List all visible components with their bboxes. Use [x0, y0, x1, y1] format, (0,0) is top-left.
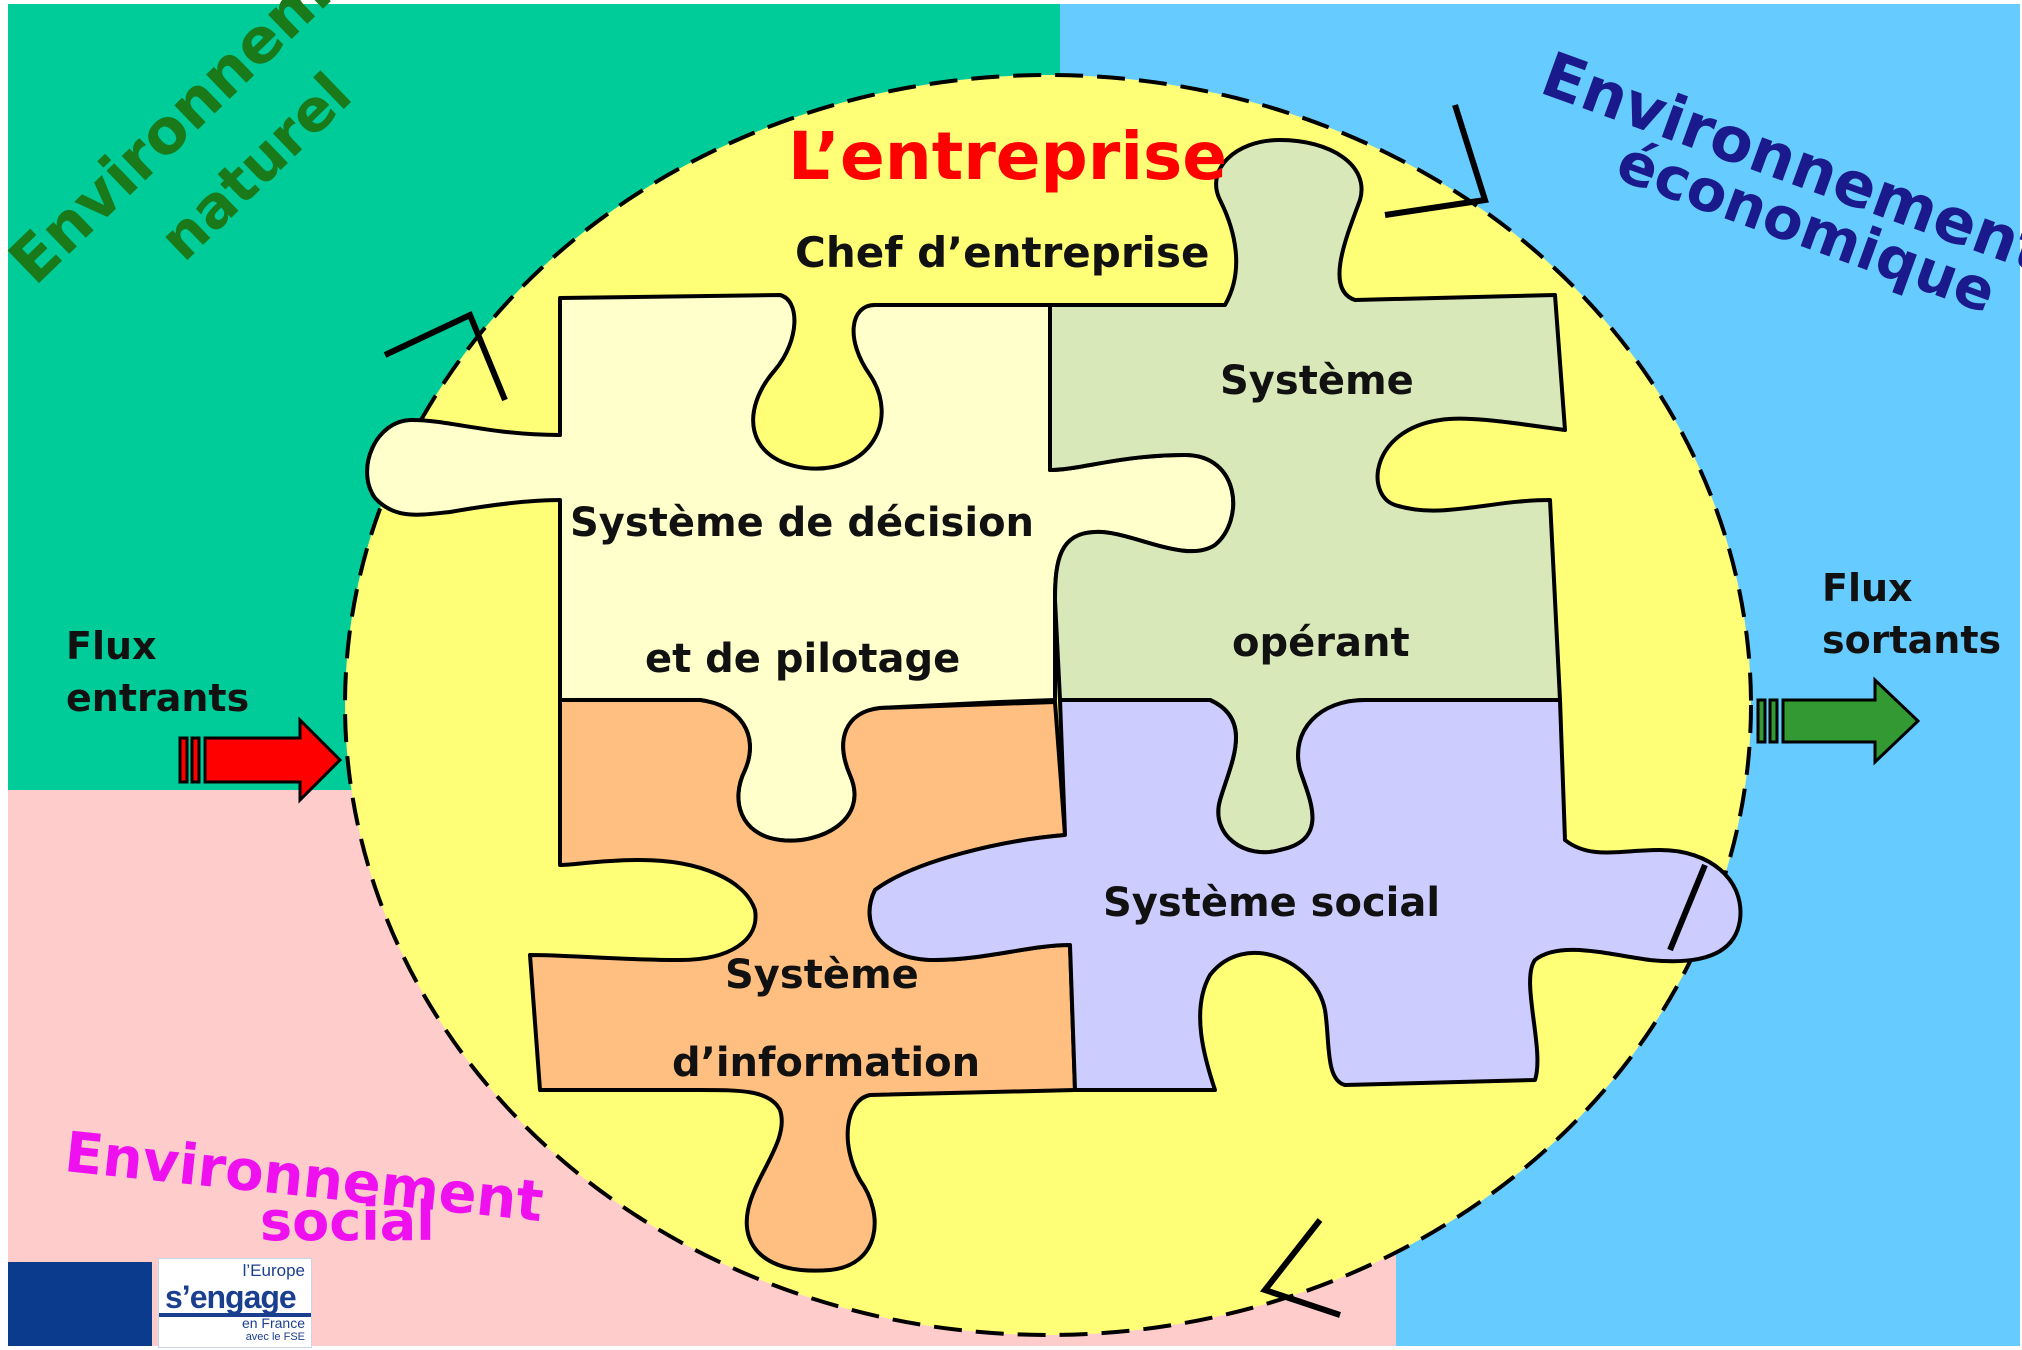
piece-social — [867, 698, 1743, 1092]
rotation-marks — [383, 104, 1708, 1318]
label-flux-entrants: Flux entrants — [66, 620, 249, 724]
label-flux-entrants-line1: Flux — [66, 624, 157, 668]
label-flux-entrants-line2: entrants — [66, 676, 250, 720]
label-information-line2: d’information — [672, 1040, 981, 1086]
flux-entrants-arrow — [178, 716, 343, 804]
europe-engage-logo: l’Europe s’engage en France avec le FSE — [158, 1258, 312, 1348]
label-operant-line1: Système — [1220, 358, 1414, 404]
label-flux-sortants-line2: sortants — [1822, 618, 2002, 662]
label-information-line1: Système — [725, 952, 919, 998]
label-flux-sortants: Flux sortants — [1822, 562, 2001, 666]
label-operant-line2: opérant — [1232, 620, 1410, 666]
flux-sortants-arrow — [1756, 676, 1921, 766]
logo-line1: l’Europe — [242, 1261, 305, 1280]
label-decision-line2: et de pilotage — [645, 636, 961, 682]
eu-flag-icon — [8, 1262, 152, 1346]
logo-line4: avec le FSE — [245, 1331, 305, 1343]
label-chef-entreprise: Chef d’entreprise — [795, 228, 1210, 277]
label-decision-line1: Système de décision — [570, 500, 1035, 546]
label-environnement-social-2: social — [260, 1190, 435, 1253]
logo-line3: en France — [241, 1315, 305, 1331]
logo-line2: s’engage — [165, 1279, 297, 1315]
enterprise-title: L’entreprise — [788, 118, 1228, 195]
label-systeme-social: Système social — [1103, 880, 1441, 926]
logo-band — [159, 1313, 311, 1317]
label-flux-sortants-line1: Flux — [1822, 566, 1913, 610]
piece-information — [528, 698, 1077, 1273]
